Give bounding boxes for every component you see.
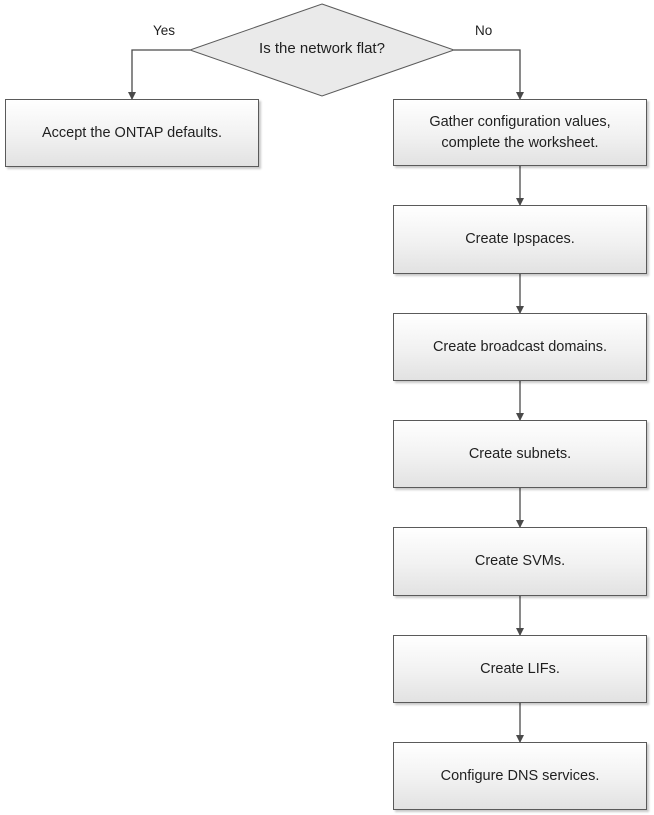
decision-diamond — [188, 3, 456, 97]
create-lifs-step: Create LIFs. — [393, 635, 647, 703]
create-subnets-step: Create subnets. — [393, 420, 647, 488]
gather-configuration-step: Gather configuration values, complete th… — [393, 99, 647, 166]
accept-defaults-step: Accept the ONTAP defaults. — [5, 99, 259, 167]
create-ipspaces-step: Create Ipspaces. — [393, 205, 647, 274]
configure-dns-step: Configure DNS services. — [393, 742, 647, 810]
create-svms-step: Create SVMs. — [393, 527, 647, 596]
yes-branch-label: Yes — [153, 23, 176, 38]
no-connector — [454, 49, 524, 100]
decision-question: Is the network flat? — [259, 39, 385, 57]
no-branch-label: No — [475, 23, 493, 38]
create-broadcast-domains-step: Create broadcast domains. — [393, 313, 647, 381]
yes-connector — [128, 49, 190, 100]
